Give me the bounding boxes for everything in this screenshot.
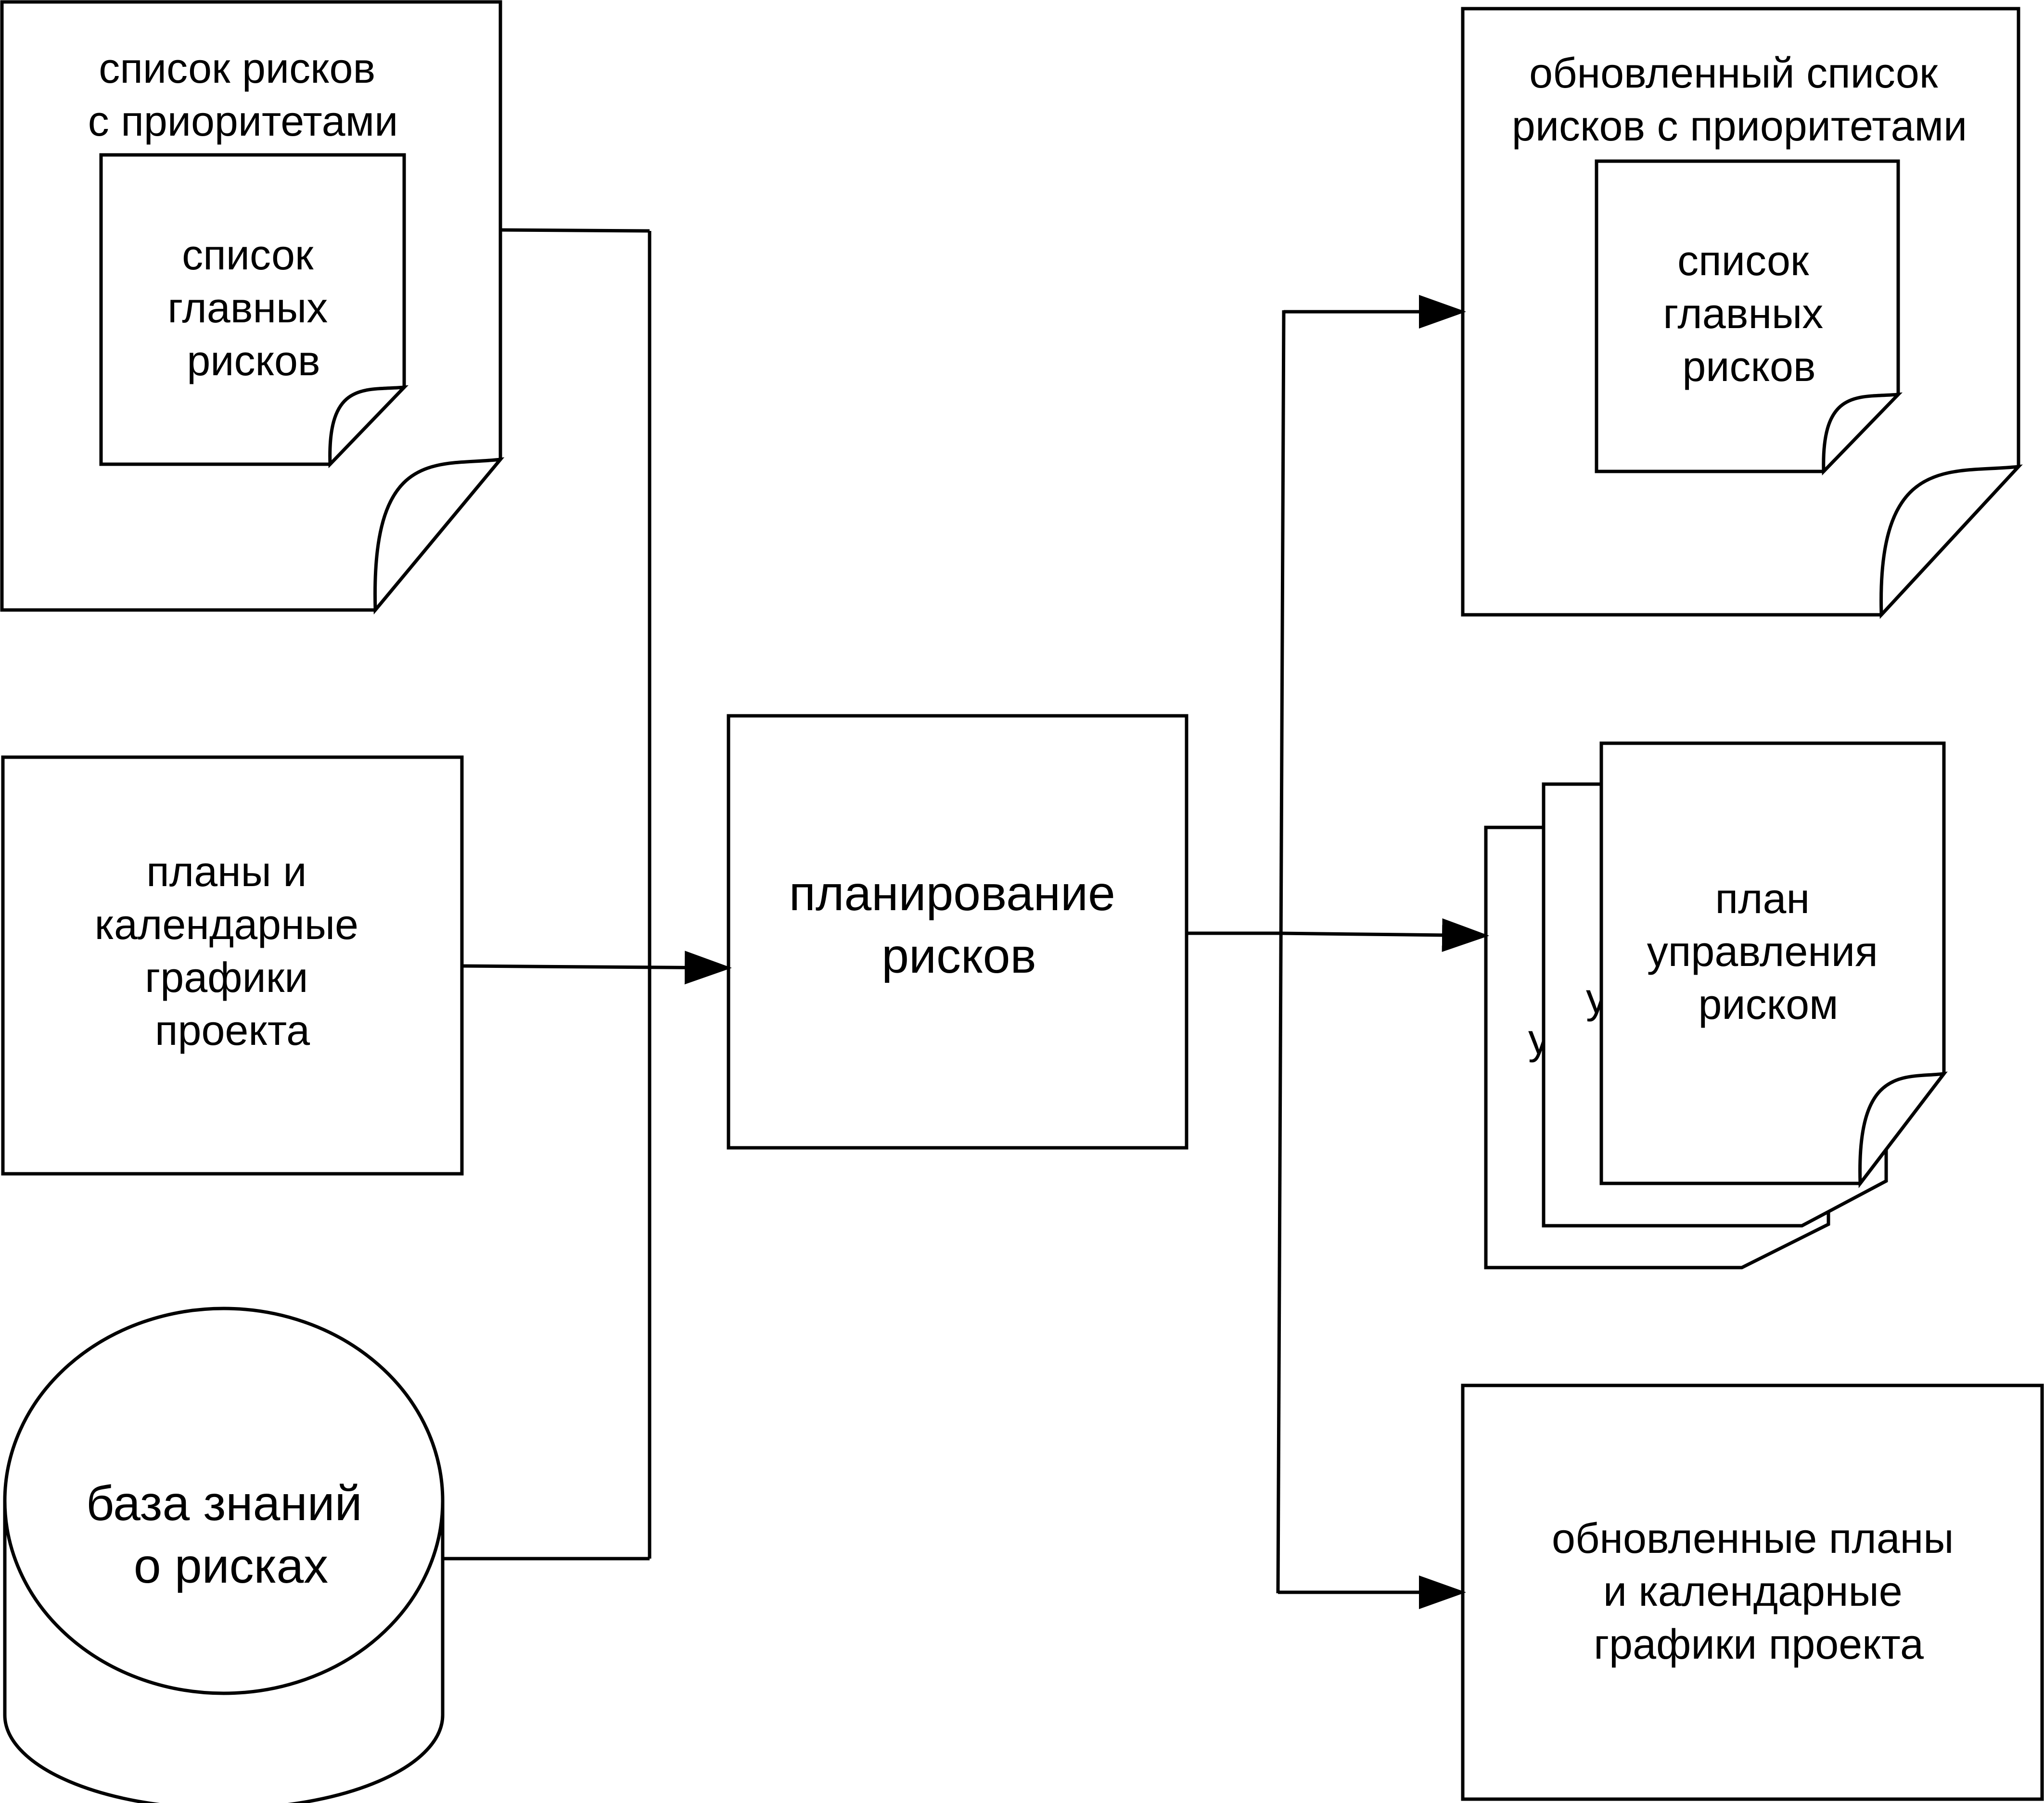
updated-plans-line-2: и календарные [1603,1567,1903,1615]
knowledge-base-label: база знаний о рисках [86,1476,376,1593]
output-updated-risk-list: обновленный список рисков с приоритетами… [1461,7,2023,619]
project-plans-line-3: графики [145,953,308,1001]
connector-list-to-bus [500,228,650,233]
project-plans-box [1,755,464,1176]
prioritized-list-line-2: с приоритетами [88,97,398,145]
risk-management-plan-label: план управления риском [1647,875,1890,1028]
inner-page-curl [328,385,409,469]
input-project-plans: планы и календарные графики проекта [1,755,464,1176]
project-plans-line-4: проекта [155,1006,310,1054]
project-plans-label: планы и календарные графики проекта [95,848,370,1054]
risk-planning-line-1: планирование [789,866,1115,921]
updated-inner-top-risks-label: список главных рисков [1663,237,1835,390]
knowledge-base-line-1: база знаний [86,1476,362,1531]
output-updated-project-plans: обновленные планы и календарные графики … [1461,1384,2044,1801]
inner-top-risks-line-2: главных [167,284,328,331]
prioritized-list-line-1: список рисков [99,44,375,92]
output-connectors [1187,295,1489,1609]
project-plans-line-2: календарные [95,901,358,948]
risk-plan-line-2: управления [1647,927,1878,975]
risk-planning-box [727,714,1188,1150]
updated-list-line-1: обновленный список [1529,49,1938,97]
knowledge-base-line-2: о рисках [134,1538,328,1593]
inner-top-risks-line-3: рисков [187,337,320,384]
updated-inner-page-curl [1822,392,1903,476]
page-curl [373,457,505,615]
plan-page-front-curl [1858,1071,1948,1188]
project-plans-line-1: планы и [146,848,307,895]
risk-plan-line-3: риском [1698,980,1838,1028]
arrow-plans-to-process [461,951,732,985]
output-risk-management-plans: у у план управления риском [1484,741,1948,1270]
updated-inner-line-3: рисков [1682,343,1815,390]
updated-plans-line-1: обновленные планы [1552,1514,1954,1562]
output-bus-vertical [1276,310,1286,1594]
risk-plan-line-1: план [1715,875,1810,922]
updated-list-line-2: рисков с приоритетами [1512,102,1967,150]
risk-planning-label: планирование рисков [789,866,1129,983]
process-risk-planning: планирование рисков [727,714,1188,1150]
input-knowledge-base: база знаний о рисках [3,1307,445,1803]
input-connectors [443,228,732,1561]
arrow-to-risk-plans [1279,918,1489,952]
updated-inner-line-1: список [1677,237,1809,284]
cylinder-top [3,1307,445,1695]
updated-list-title: обновленный список рисков с приоритетами [1512,49,1967,150]
updated-plans-box [1461,1384,2044,1801]
updated-plans-line-3: графики проекта [1594,1620,1924,1668]
inner-top-risks-line-1: список [182,231,314,279]
prioritized-list-title: список рисков с приоритетами [88,44,398,145]
risk-planning-line-2: рисков [881,928,1036,983]
updated-page-curl [1879,464,2023,619]
input-prioritized-risk-list: список рисков с приоритетами список глав… [0,0,505,615]
updated-inner-line-2: главных [1663,290,1823,337]
updated-plans-label: обновленные планы и календарные графики … [1552,1514,1966,1668]
inner-top-risks-label: список главных рисков [167,231,340,384]
